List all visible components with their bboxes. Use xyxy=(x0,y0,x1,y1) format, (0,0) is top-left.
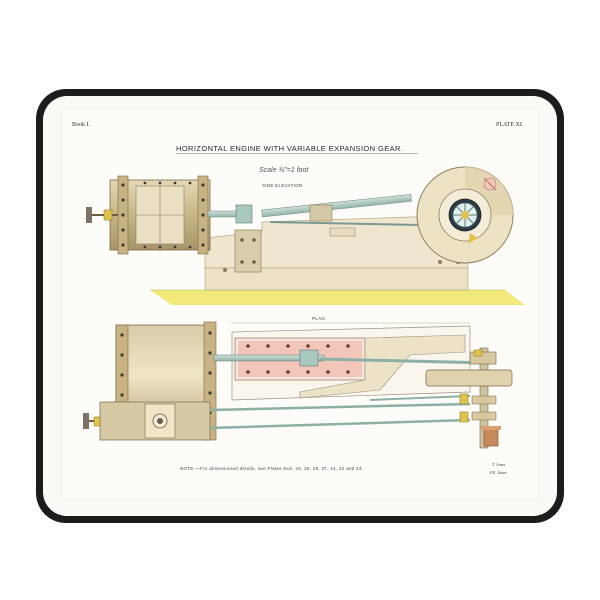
book-label: Book I. xyxy=(72,122,91,128)
plate-label: PLATE XI. xyxy=(496,122,524,128)
side-elevation-label: SIDE ELEVATION xyxy=(262,183,303,188)
footnote: NOTE.—For dimensioned details, see Plate… xyxy=(180,466,363,471)
connecting-rod xyxy=(261,194,412,218)
plate-title: HORIZONTAL ENGINE WITH VARIABLE EXPANSIO… xyxy=(176,144,403,153)
plan-label: PLAN xyxy=(312,316,325,321)
flywheel-plan xyxy=(425,369,513,387)
scale-label: Scale ¾"=1 foot xyxy=(259,167,309,174)
plan-drawing xyxy=(83,321,513,449)
engineering-plate: Book I. PLATE XI. HORIZONTAL ENGINE WITH… xyxy=(61,107,539,501)
signature-2: F.E. Jones xyxy=(489,470,507,475)
side-elevation-drawing xyxy=(86,166,525,305)
ground-strip xyxy=(150,290,525,305)
signature-1: T. Jones xyxy=(492,462,505,467)
